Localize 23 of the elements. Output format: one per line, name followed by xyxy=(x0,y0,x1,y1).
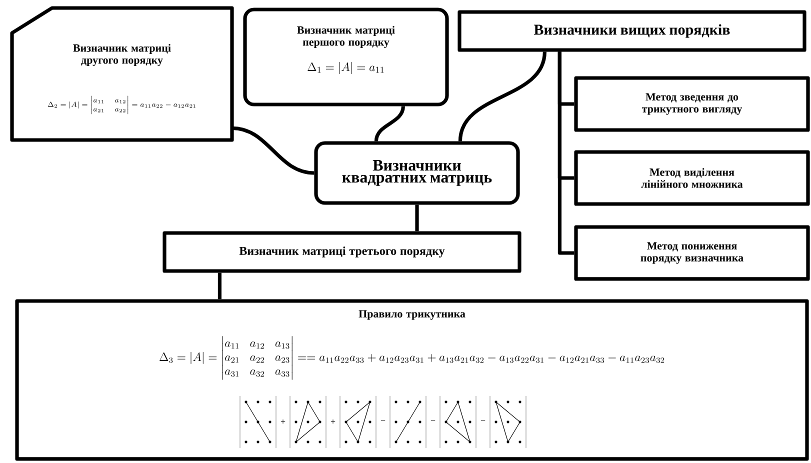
connector xyxy=(458,52,546,142)
process-box: Визначник матриці третього порядку xyxy=(162,231,522,273)
operator-sign: + xyxy=(280,419,286,424)
process-box: Метод виділення лінійного множника xyxy=(574,150,810,206)
connector xyxy=(232,126,314,175)
connector xyxy=(218,272,222,300)
heading: Визначник матриці другого порядку xyxy=(73,44,171,66)
heading: Визначник матриці першого порядку xyxy=(297,26,395,48)
connector xyxy=(374,106,405,142)
process-box: Визначники вищих порядків xyxy=(458,10,806,52)
formula: $\Delta_1=|A|=a_{11}$ xyxy=(308,62,384,74)
process-box: Метод пониження порядку визначника xyxy=(574,225,810,281)
connector xyxy=(415,204,419,232)
formula: $\Delta_3=|A|=\begin{vmatrix}a_{11}&a_{12}&a_{13}\\a_{21}&a_{22}&a_{23}\\a_{31}&a_{32}&a_{33}\end{vmatrix}==a_{11}a_{22}a_{33}+a_{12}a_{23}a_{31}+a_{13}a_{21}a_{32}-a_{13}a_{22}a_{31}-a_{12}a_{21}a_{33}-a_{11}a_{23}a_{32}$ xyxy=(160,336,664,380)
operator-sign: + xyxy=(330,419,336,424)
operator-sign: − xyxy=(430,420,436,421)
operator-sign: − xyxy=(480,420,486,421)
rounded-box: Визначники квадратних матриць xyxy=(314,141,520,205)
formula: $\Delta_2=|A|=\begin{vmatrix}a_{11}&a_{12}\\a_{21}&a_{22}\end{vmatrix}=a_{11}a_{22}-a_{12}a_{21}$ xyxy=(48,96,196,114)
operator-sign: − xyxy=(380,420,386,421)
connector xyxy=(558,52,574,255)
process-box: Метод зведення до трикутного вигляду xyxy=(574,76,810,132)
heading: Правило трикутника xyxy=(358,310,466,320)
